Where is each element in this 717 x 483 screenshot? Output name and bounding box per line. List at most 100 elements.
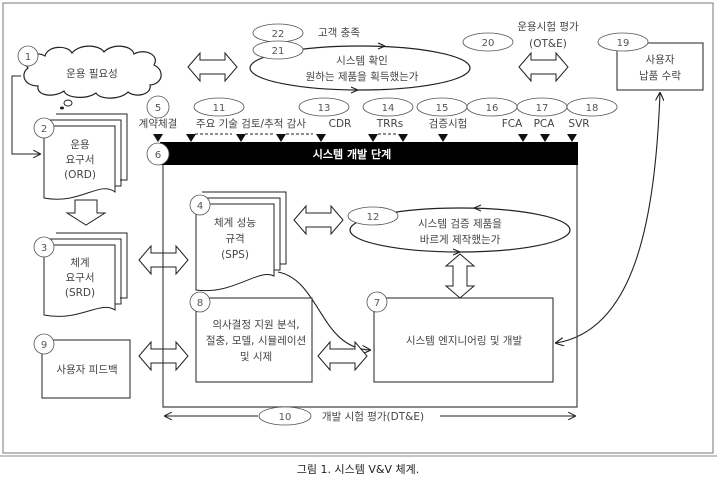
cloud-bubble [63,99,73,107]
node-8-decision-support: 8 의사결정 지원 분석, 절충, 모델, 시뮬레이션 및 시제 [189,291,313,383]
doc-layer [202,191,287,265]
node-label: 사용자 피드백 [56,364,117,376]
node-number-badge [146,142,170,166]
node-label: 시스템 엔지니어링 및 개발 [406,335,523,347]
node-number-badge [189,194,211,216]
node-label-line: 요구서 [66,154,95,166]
node-label-line: 규격 [225,232,244,245]
milestone-marker [236,134,246,142]
node-number: 16 [486,103,499,114]
node-number: 8 [197,298,203,309]
node-number: 6 [155,150,161,161]
node-number-badge [566,97,618,117]
node-label-line: 체계 성능 [214,217,256,229]
milestone-svr: SVR [568,118,589,130]
node-label-line: 요구서 [66,272,95,284]
node-2-ord-document: 2 운용 요구서 (ORD) [33,113,128,200]
node-number-badge [33,117,55,139]
node-number-badge [33,236,55,258]
milestone-marker [518,134,528,142]
node-label-line: (SRD) [65,287,95,299]
loop-arrowhead [350,86,359,94]
doc-front [43,125,116,200]
node-number: 11 [213,103,226,114]
node-box [41,339,131,399]
loop-arrowhead [473,204,482,212]
node-number: 21 [272,46,285,57]
milestone-marker [153,134,163,142]
doc-front [43,244,116,317]
node-number-badge [347,206,399,226]
milestone-marker [186,134,196,142]
node-12-system-verification: 12 시스템 검증 제품을 바르게 제작했는가 [347,204,571,256]
loop-arrowhead [377,42,386,50]
outer-frame [2,2,714,454]
node-number-badge [193,97,245,117]
cloud-shape [23,45,162,99]
node-label-line: 및 시제 [240,351,272,363]
node-number: 13 [318,103,331,114]
node-number: 7 [374,298,380,309]
node-label-line: (OT&E) [529,38,567,50]
node-10-developmental-test: 10 개발 시험 평가(DT&E) [165,406,575,426]
node-label-line: 의사결정 지원 분석, [212,319,299,331]
figure-caption: 그림 1. 시스템 V&V 체계. [297,463,419,476]
milestone-marker [398,134,408,142]
node-number-badge [597,32,649,52]
doc-layer [50,238,122,305]
node-number: 12 [367,212,380,223]
doc-layer [50,119,122,187]
phase-bar-label: 시스템 개발 단계 [313,147,392,161]
node-label-line: 시스템 검증 제품을 [418,218,502,230]
node-box [195,297,313,383]
doc-layer [56,113,128,181]
node-9-user-feedback: 9 사용자 피드백 [33,333,131,399]
node-label-line: 원하는 제품을 획득했는가 [306,70,419,83]
double-arrow-need-to-validation [187,51,238,83]
node-number-badge [462,32,514,52]
node-21-system-validation: 22 고객 충족 21 시스템 확인 원하는 제품을 획득했는가 [249,23,471,94]
node-label-line: (ORD) [64,169,96,181]
block-arrow-down-ord-to-srd [65,199,107,226]
node-number-badge [258,406,312,426]
milestone-cdr: CDR [329,118,352,130]
loop-arrowhead [452,248,461,256]
node-number: 3 [41,243,47,254]
node-4-sps-document: 4 체계 성능 규격 (SPS) [189,191,287,292]
node-number-badge [189,291,211,313]
node-number: 18 [586,103,599,114]
milestone-row: 5 계약체결 11 주요 기술 검토/추적 감사 13 CDR 14 TRRs … [139,95,618,135]
node-label: 운용 필요성 [66,68,118,80]
node-label-line: 시스템 확인 [336,54,388,67]
node-number-badge [17,45,39,67]
milestone-trrs: TRRs [376,118,403,130]
node-number-badge [146,95,170,119]
node-label-line: 운용시험 평가 [517,21,579,33]
node-7-systems-engineering: 7 시스템 엔지니어링 및 개발 [366,291,554,383]
milestone-markers [153,134,577,142]
phase-bar [160,142,578,165]
node-number: 1 [25,52,31,63]
milestone-marker [438,134,448,142]
doc-layer [56,232,128,299]
node-number-badge [252,40,304,60]
node-label: 개발 시험 평가(DT&E) [322,411,424,423]
double-arrow-validation-to-acceptance [518,51,569,83]
node-label-line: 체계 [70,257,89,269]
milestone-technical-review: 주요 기술 검토/추적 감사 [196,118,306,130]
node-label-line: 사용자 [646,54,675,66]
node-number: 5 [155,103,161,114]
double-arrow-sps-to-verification [293,204,344,236]
node-6-system-development-phase: 시스템 개발 단계 6 [146,142,578,166]
milestone-marker [276,134,286,142]
node-number: 19 [617,38,630,49]
node-number: 9 [41,340,47,351]
node-number: 17 [536,103,549,114]
node-number-badge [366,291,388,313]
node-number: 20 [482,38,495,49]
milestone-verification-test: 검증시험 [429,118,468,130]
node-number: 4 [197,201,203,212]
node-box [373,297,554,383]
node-number: 2 [41,124,47,135]
